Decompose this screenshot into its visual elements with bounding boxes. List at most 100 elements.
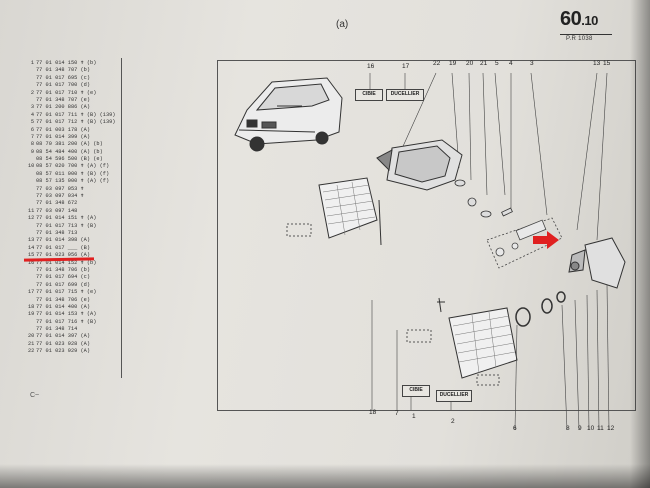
part-code: 77 01 348 707 (e) — [36, 96, 91, 103]
part-code: 77 01 017 711 ✝ (B) (139) — [36, 111, 116, 118]
part-code: 77 01 014 153 ✝ (A) — [36, 311, 97, 318]
part-code: 77 01 014 152 ✝ (b) — [36, 259, 97, 266]
part-number: 10 — [28, 163, 35, 170]
part-number: 4 — [30, 111, 34, 118]
part-number: 22 — [28, 348, 35, 355]
part-number: 8 — [30, 141, 34, 148]
callout-9: 9 — [578, 425, 582, 432]
part-code: 77 03 097 148 — [36, 207, 78, 214]
parts-list-row: 77 01 348 706 (b) — [28, 267, 118, 274]
top-leader-lines — [369, 72, 608, 241]
callout-7: 7 — [395, 410, 399, 417]
part-code: 08 57 020 700 ✝ (A) (f) — [36, 163, 110, 170]
part-code: 77 01 014 399 (A) — [36, 133, 91, 140]
page-number-rule — [560, 34, 612, 35]
callout-4: 4 — [509, 60, 513, 67]
part-code: 77 01 348 706 (b) — [36, 266, 91, 273]
part-code: 77 01 017 694 (c) — [36, 274, 91, 281]
part-code: 77 01 023 956 (A) — [36, 252, 91, 259]
bulb-parts — [454, 179, 513, 218]
part-code: 77 01 348 672 — [36, 200, 78, 207]
part-number: 7 — [30, 133, 34, 140]
reference-code: P.R 1038 — [566, 36, 593, 42]
upper-lens — [318, 177, 378, 239]
part-number: 6 — [30, 126, 34, 133]
part-code: 77 03 097 053 ✝ — [36, 185, 84, 192]
callout-15: 15 — [603, 60, 611, 67]
part-code: 77 01 017 710 ✝ (e) — [36, 89, 97, 96]
part-number: 19 — [28, 311, 35, 318]
red-arrow-indicator — [533, 231, 559, 249]
callout-8: 8 — [566, 425, 570, 432]
label-box-ducellier-bottom: DUCELLIER — [436, 390, 472, 402]
parts-list-row: 77 01 348 672 — [28, 200, 118, 207]
part-number: 15 — [28, 252, 35, 259]
car-illustration — [234, 77, 343, 152]
callout-10: 10 — [587, 425, 595, 432]
part-number: 11 — [28, 207, 35, 214]
indicator-assembly — [486, 217, 563, 269]
dash-outline-upper — [286, 223, 312, 237]
parts-list-row: 77 01 348 714 — [28, 326, 118, 333]
part-number: 16 — [28, 259, 35, 266]
callout-5: 5 — [495, 60, 499, 67]
part-code: 77 01 023 929 (A) — [36, 348, 91, 355]
callout-19: 19 — [449, 60, 457, 67]
part-code: 77 01 003 178 (A) — [36, 126, 91, 133]
label-box-cibie-bottom: CIBIE — [402, 385, 430, 397]
dash-outline-lower — [406, 329, 432, 343]
callout-20: 20 — [466, 60, 474, 67]
part-number: 13 — [28, 237, 35, 244]
part-code: 77 01 014 400 (A) — [36, 303, 91, 310]
callout-3: 3 — [530, 60, 534, 67]
callout-18: 18 — [369, 409, 377, 416]
callout-12: 12 — [607, 425, 615, 432]
dash-outline-lower-2 — [476, 374, 500, 386]
part-code: 08 57 135 000 ✝ (A) (f) — [36, 178, 110, 185]
part-code: 77 01 017 716 ✝ (B) — [36, 318, 97, 325]
part-code: 77 01 014 150 ✝ (b) — [36, 60, 97, 66]
part-code: 77 01 348 713 — [36, 229, 78, 236]
part-number: 18 — [28, 303, 35, 310]
part-code: 08 54 596 500 (B) (e) — [36, 156, 103, 163]
callout-16: 16 — [367, 63, 375, 70]
part-code: 77 01 014 398 (A) — [36, 237, 91, 244]
part-number: 20 — [28, 333, 35, 340]
part-code: 08 57 011 000 ✝ (B) (f) — [36, 170, 110, 177]
section-label: (a) — [336, 19, 349, 30]
callout-2: 2 — [451, 418, 455, 425]
part-code: 77 01 348 707 (b) — [36, 67, 91, 74]
part-number: 12 — [28, 215, 35, 222]
bottom-leader-lines — [371, 284, 610, 431]
part-code: 77 01 017 700 (d) — [36, 82, 91, 89]
parts-list-row: 08 57 011 000 ✝ (B) (f) — [28, 171, 118, 178]
parts-list-row: 77 01 017 700 (d) — [28, 82, 118, 89]
page-number-sub: .10 — [581, 13, 598, 28]
parts-list-row: 77 01 348 707 (b) — [28, 67, 118, 74]
exploded-headlamp-diagram — [234, 72, 626, 431]
parts-list-row: 77 01 348 707 (e) — [28, 97, 118, 104]
parts-list-row: 77 01 348 713 — [28, 230, 118, 237]
callout-21: 21 — [480, 60, 488, 67]
label-box-ducellier-top: DUCELLIER — [386, 89, 424, 101]
parts-list-row: 77 01 348 706 (e) — [28, 297, 118, 304]
part-number: 17 — [28, 289, 35, 296]
callout-11: 11 — [597, 425, 604, 432]
